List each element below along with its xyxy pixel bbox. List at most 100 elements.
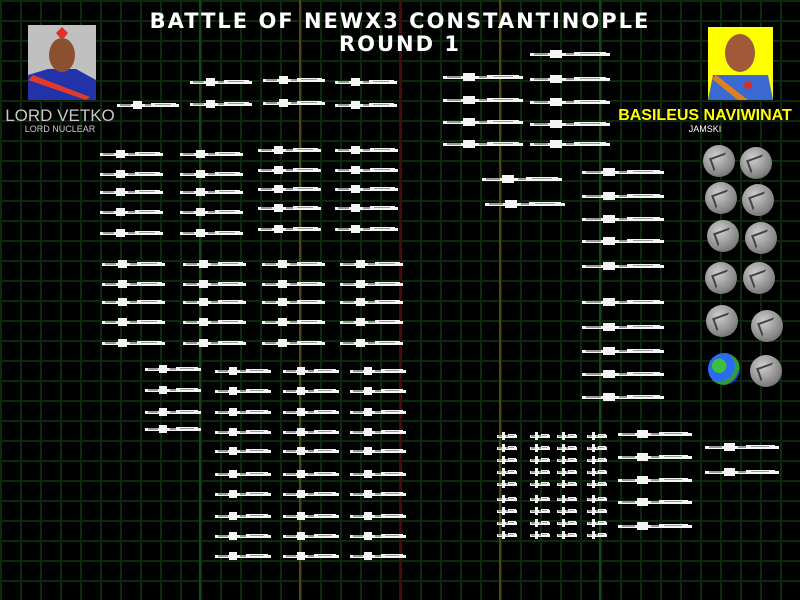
- asteroid-planet-icon: [707, 220, 739, 252]
- asteroid-planet-icon: [705, 182, 737, 214]
- destroyer-ship: [618, 453, 692, 461]
- destroyer-ship: [705, 443, 779, 451]
- scout-ship: [587, 519, 607, 527]
- fighter-ship: [180, 150, 243, 158]
- fighter-ship: [100, 170, 163, 178]
- cruiser-ship: [190, 100, 252, 108]
- frigate-ship: [582, 237, 664, 245]
- asteroid-planet-icon: [703, 145, 735, 177]
- dreadnought-ship: [443, 140, 523, 148]
- scout-ship: [557, 432, 577, 440]
- scout-ship: [557, 495, 577, 503]
- fighter-ship: [183, 260, 246, 268]
- destroyer-ship: [705, 468, 779, 476]
- scout-ship: [530, 468, 550, 476]
- asteroid-planet-icon: [705, 262, 737, 294]
- fighter-ship: [102, 298, 165, 306]
- scout-ship: [587, 480, 607, 488]
- bomber-ship: [350, 408, 406, 416]
- fighter-ship: [258, 146, 321, 154]
- fighter-ship: [340, 318, 403, 326]
- fighter-ship: [183, 339, 246, 347]
- dreadnought-ship: [530, 120, 610, 128]
- fighter-ship: [183, 318, 246, 326]
- bomber-ship: [283, 367, 339, 375]
- asteroid-planet-icon: [742, 184, 774, 216]
- scout-ship: [530, 444, 550, 452]
- fighter-ship: [262, 339, 325, 347]
- frigate-ship: [582, 370, 664, 378]
- cruiser-ship: [335, 78, 397, 86]
- fighter-ship: [183, 298, 246, 306]
- earth-planet-icon: [708, 353, 740, 385]
- fighter-ship: [258, 225, 321, 233]
- scout-ship: [557, 531, 577, 539]
- asteroid-planet-icon: [750, 355, 782, 387]
- frigate-ship: [582, 192, 664, 200]
- frigate-ship: [582, 347, 664, 355]
- cruiser-ship: [263, 99, 325, 107]
- fighter-ship: [102, 318, 165, 326]
- asteroid-planet-icon: [751, 310, 783, 342]
- fighter-ship: [100, 150, 163, 158]
- right-player-title: JAMSKI: [688, 124, 722, 134]
- scout-ship: [497, 444, 517, 452]
- scout-ship: [497, 432, 517, 440]
- fighter-ship: [335, 166, 398, 174]
- scout-ship: [587, 456, 607, 464]
- cruiser-ship: [117, 101, 179, 109]
- destroyer-ship: [618, 522, 692, 530]
- frigate-ship: [582, 168, 664, 176]
- fighter-ship: [262, 318, 325, 326]
- scout-ship: [557, 519, 577, 527]
- bomber-ship: [215, 447, 271, 455]
- bomber-ship: [350, 387, 406, 395]
- dreadnought-ship: [530, 50, 610, 58]
- right-player-portrait: [708, 27, 773, 100]
- bomber-ship: [215, 387, 271, 395]
- scout-ship: [497, 531, 517, 539]
- fighter-ship: [180, 208, 243, 216]
- bomber-ship: [215, 490, 271, 498]
- dreadnought-ship: [443, 118, 523, 126]
- bomber-ship: [145, 408, 201, 416]
- bomber-ship: [283, 428, 339, 436]
- bomber-ship: [350, 447, 406, 455]
- dreadnought-ship: [530, 75, 610, 83]
- bomber-ship: [215, 428, 271, 436]
- destroyer-ship: [618, 430, 692, 438]
- scout-ship: [497, 507, 517, 515]
- fighter-ship: [258, 204, 321, 212]
- left-player-title: LORD NUCLEAR: [24, 124, 96, 134]
- fighter-ship: [340, 339, 403, 347]
- asteroid-planet-icon: [740, 147, 772, 179]
- battle-line-olive: [499, 0, 501, 600]
- bomber-ship: [350, 490, 406, 498]
- fighter-ship: [100, 229, 163, 237]
- scout-ship: [557, 468, 577, 476]
- bomber-ship: [283, 490, 339, 498]
- asteroid-planet-icon: [745, 222, 777, 254]
- bomber-ship: [283, 532, 339, 540]
- left-player-name: LORD VETKO: [5, 106, 115, 125]
- scout-ship: [557, 507, 577, 515]
- frigate-ship: [582, 393, 664, 401]
- destroyer-ship: [618, 498, 692, 506]
- scout-ship: [587, 444, 607, 452]
- bomber-ship: [283, 387, 339, 395]
- fighter-ship: [100, 188, 163, 196]
- fighter-ship: [262, 298, 325, 306]
- bomber-ship: [215, 512, 271, 520]
- fighter-ship: [262, 280, 325, 288]
- scout-ship: [530, 456, 550, 464]
- cruiser-ship: [190, 78, 252, 86]
- fighter-ship: [102, 280, 165, 288]
- bomber-ship: [283, 408, 339, 416]
- scout-ship: [587, 432, 607, 440]
- fighter-ship: [258, 166, 321, 174]
- scout-ship: [497, 519, 517, 527]
- fighter-ship: [100, 208, 163, 216]
- dreadnought-ship: [443, 73, 523, 81]
- fighter-ship: [183, 280, 246, 288]
